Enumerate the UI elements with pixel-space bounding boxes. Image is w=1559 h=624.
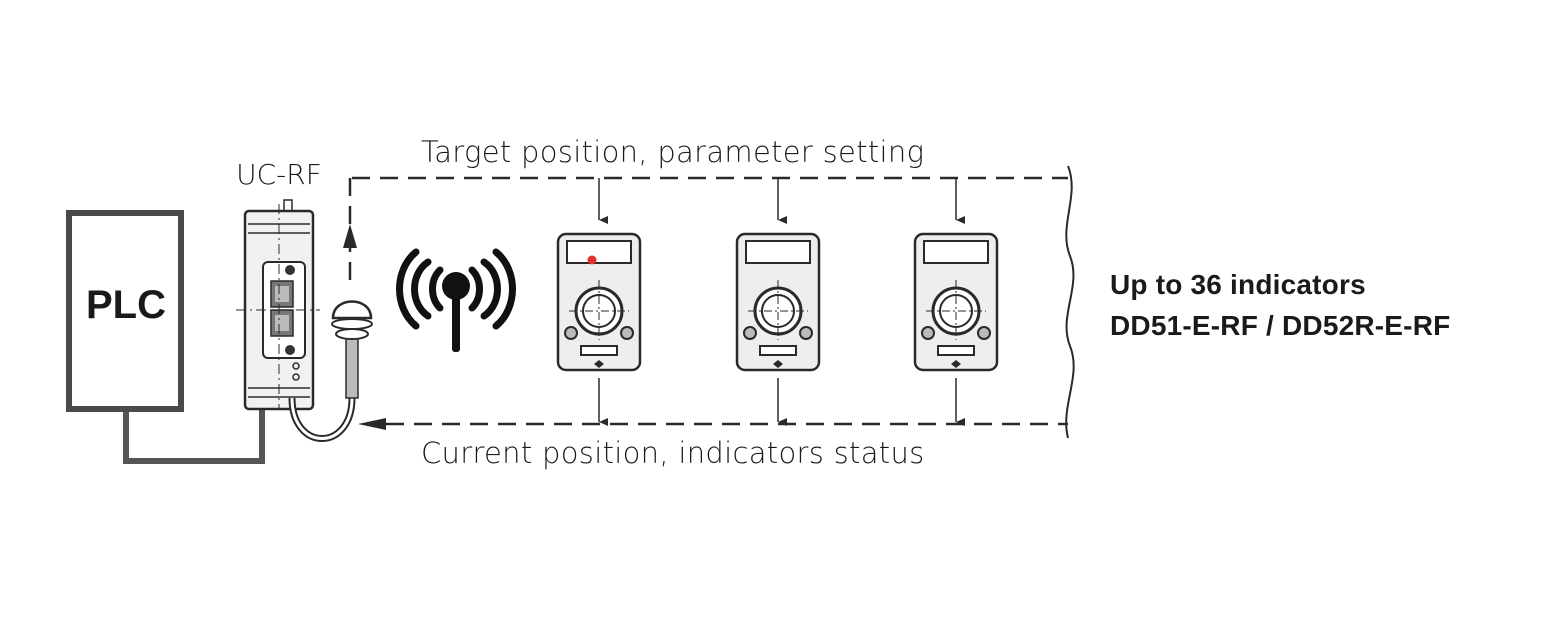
- return-arrow: [358, 418, 386, 430]
- indicator-device: [913, 178, 999, 426]
- communication-loop: [348, 176, 1068, 426]
- plc-cable: [123, 410, 265, 464]
- break-line: [1065, 165, 1075, 439]
- plc-label: PLC: [86, 283, 166, 327]
- uplink-label: Current position, indicators status: [421, 436, 925, 470]
- capacity-line-2: DD51-E-RF / DD52R-E-RF: [1110, 310, 1450, 341]
- downlink-label: Target position, parameter setting: [421, 135, 924, 169]
- indicator-device: [735, 178, 821, 426]
- red-led-icon: [587, 255, 597, 265]
- capacity-line-1: Up to 36 indicators: [1110, 269, 1366, 300]
- controller-unit: [236, 199, 320, 411]
- plc-unit: PLC: [66, 210, 184, 412]
- wireless-antenna-icon: [396, 248, 516, 352]
- uplink-arrow: [343, 224, 357, 248]
- antenna-dome-icon: [331, 300, 373, 399]
- controller-label: UC-RF: [236, 158, 322, 191]
- indicator-device: [556, 178, 642, 426]
